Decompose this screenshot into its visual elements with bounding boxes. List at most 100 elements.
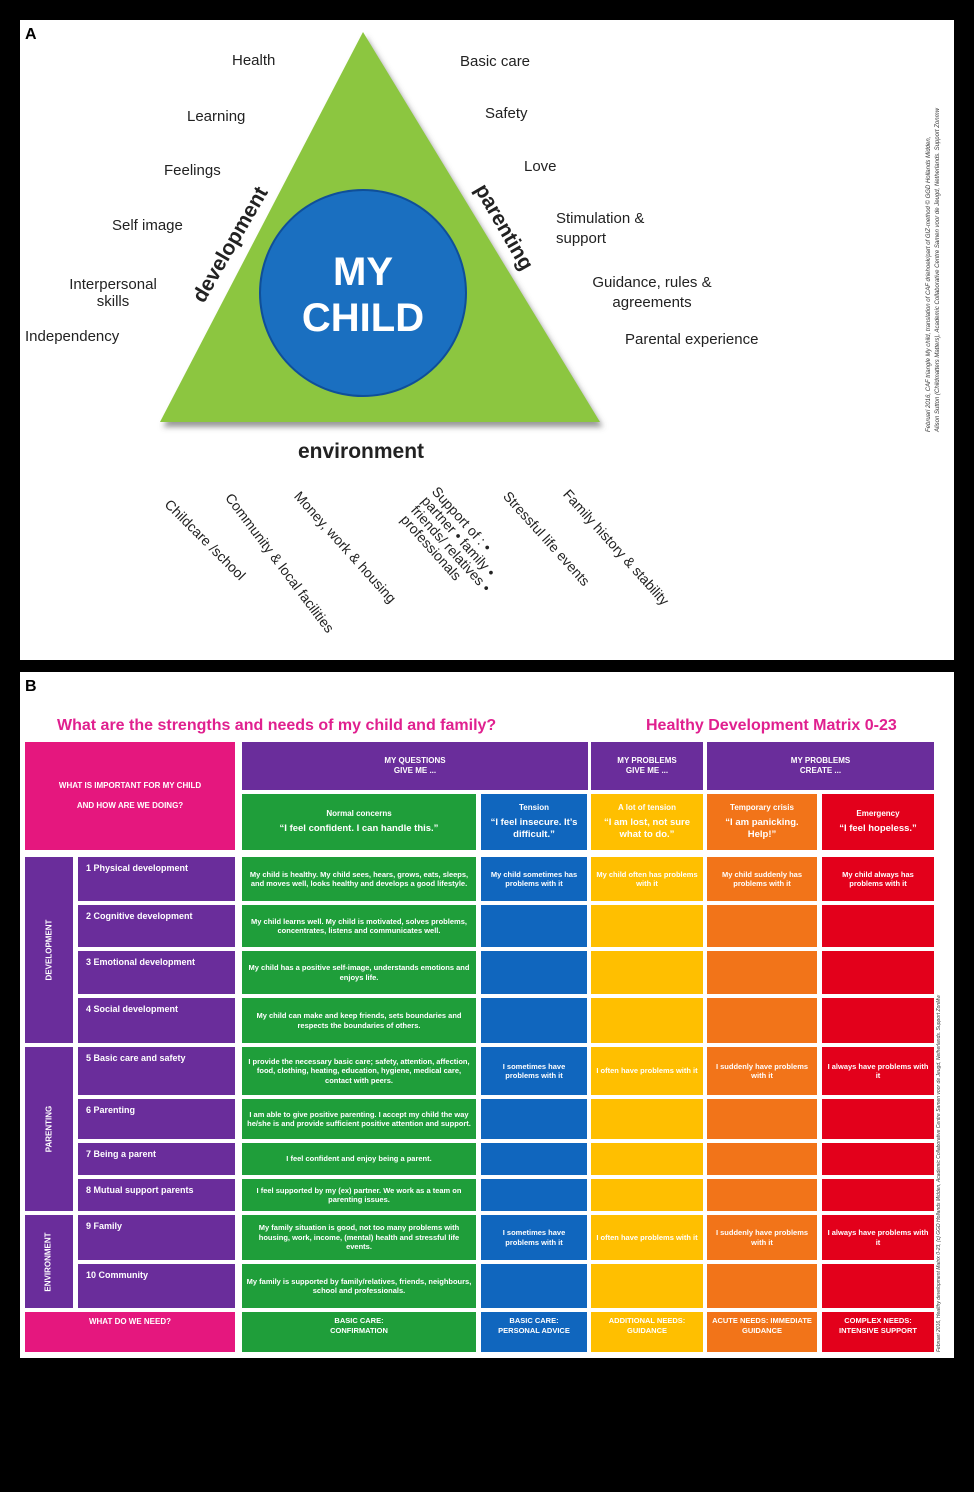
row-10-blue-cell xyxy=(481,1264,587,1308)
header-questions-text: MY QUESTIONS GIVE ME ... xyxy=(384,756,446,775)
par-item-safety: Safety xyxy=(485,105,528,122)
row-label-7: 7 Being a parent xyxy=(78,1143,235,1175)
level-temporary-crisis: Temporary crisis “I am panicking. Help!” xyxy=(707,794,817,850)
row-3-orange-cell xyxy=(707,951,817,994)
par-item-basic-care: Basic care xyxy=(460,53,531,70)
level-lot-tension-name: A lot of tension xyxy=(618,803,676,812)
par-item-parental-experience: Parental experience xyxy=(625,331,759,348)
row-6-green-cell: I am able to give positive parenting. I … xyxy=(242,1099,476,1139)
header-important-line2: AND HOW ARE WE DOING? xyxy=(76,801,184,810)
level-emergency: Emergency “I feel hopeless.” xyxy=(822,794,934,850)
dev-item-interpersonal: Interpersonal skills xyxy=(69,276,157,310)
row-label-6: 6 Parenting xyxy=(78,1099,235,1139)
par-item-stimulation: Stimulation & support xyxy=(556,210,645,247)
row-8-green-cell: I feel supported by my (ex) partner. We … xyxy=(242,1179,476,1211)
row-2-green-cell: My child learns well. My child is motiva… xyxy=(242,905,476,947)
footer-orange-text: ACUTE NEEDS: IMMEDIATE GUIDANCE xyxy=(712,1316,812,1335)
level-emergency-quote: “I feel hopeless.” xyxy=(839,823,917,834)
panel-a-credit-1: Februari 2016, CAF triangle My child, tr… xyxy=(926,136,932,432)
triangle-diagram xyxy=(160,32,600,422)
row-10-red-cell xyxy=(822,1264,934,1308)
row-7-yellow-cell xyxy=(591,1143,703,1175)
level-normal-quote: “I feel confident. I can handle this.” xyxy=(279,823,439,834)
header-problems-create: MY PROBLEMS CREATE ... xyxy=(707,742,934,790)
panel-b-label: B xyxy=(25,678,37,695)
par-item-love: Love xyxy=(524,158,557,175)
row-6-blue-cell xyxy=(481,1099,587,1139)
dev-item-self-image: Self image xyxy=(112,217,183,234)
row-7-green-cell: I feel confident and enjoy being a paren… xyxy=(242,1143,476,1175)
row-6-red-cell xyxy=(822,1099,934,1139)
par-item-guidance: Guidance, rules & agreements xyxy=(592,274,712,311)
panel-a: A MY CHILD development parenting environ… xyxy=(20,20,954,660)
row-10-yellow-cell xyxy=(591,1264,703,1308)
footer-need: WHAT DO WE NEED? xyxy=(25,1312,235,1352)
panel-a-label: A xyxy=(25,26,37,43)
row-3-yellow-cell xyxy=(591,951,703,994)
panel-b-credit: Februari 2016, Healthy development Matri… xyxy=(936,995,942,1352)
header-problems-create-text: MY PROBLEMS CREATE ... xyxy=(790,756,851,775)
section-environment-label: ENVIRONMENT xyxy=(44,1231,53,1292)
section-parenting-label: PARENTING xyxy=(44,1105,53,1153)
footer-red: COMPLEX NEEDS: INTENSIVE SUPPORT xyxy=(822,1312,934,1352)
panel-a-credit-2: Alison Sutton (Childmatters Matters), Ac… xyxy=(935,108,941,432)
row-3-red-cell xyxy=(822,951,934,994)
side-environment-label: environment xyxy=(298,440,425,463)
section-development: DEVELOPMENT xyxy=(25,857,73,1043)
row-5-green-cell: I provide the necessary basic care; safe… xyxy=(242,1047,476,1095)
row-4-green-cell: My child can make and keep friends, sets… xyxy=(242,998,476,1043)
circle-text-child: CHILD xyxy=(301,296,425,340)
row-9-blue-cell: I sometimes have problems with it xyxy=(481,1215,587,1260)
circle-text-my: MY xyxy=(333,250,393,294)
level-normal-name: Normal concerns xyxy=(326,809,392,818)
row-2-blue-cell xyxy=(481,905,587,947)
row-6-orange-cell xyxy=(707,1099,817,1139)
row-label-1: 1 Physical development xyxy=(78,857,235,901)
row-8-red-cell xyxy=(822,1179,934,1211)
panel-b: B What are the strengths and needs of my… xyxy=(20,672,954,1358)
row-5-yellow-cell: I often have problems with it xyxy=(591,1047,703,1095)
row-10-green-cell: My family is supported by family/relativ… xyxy=(242,1264,476,1308)
footer-orange: ACUTE NEEDS: IMMEDIATE GUIDANCE xyxy=(707,1312,817,1352)
row-4-yellow-cell xyxy=(591,998,703,1043)
row-1-red-cell: My child always has problems with it xyxy=(822,857,934,901)
section-development-label: DEVELOPMENT xyxy=(44,919,53,981)
row-7-blue-cell xyxy=(481,1143,587,1175)
row-5-red-cell: I always have problems with it xyxy=(822,1047,934,1095)
row-6-yellow-cell xyxy=(591,1099,703,1139)
row-label-10: 10 Community xyxy=(78,1264,235,1308)
dev-item-independency: Independency xyxy=(25,328,120,345)
row-2-yellow-cell xyxy=(591,905,703,947)
row-5-orange-cell: I suddenly have problems with it xyxy=(707,1047,817,1095)
dev-item-feelings: Feelings xyxy=(164,162,221,179)
header-problems-give: MY PROBLEMS GIVE ME ... xyxy=(591,742,703,790)
footer-red-text: COMPLEX NEEDS: INTENSIVE SUPPORT xyxy=(839,1316,917,1335)
row-8-orange-cell xyxy=(707,1179,817,1211)
row-1-green-cell: My child is healthy. My child sees, hear… xyxy=(242,857,476,901)
footer-yellow: ADDITIONAL NEEDS: GUIDANCE xyxy=(591,1312,703,1352)
row-label-8: 8 Mutual support parents xyxy=(78,1179,235,1211)
row-8-yellow-cell xyxy=(591,1179,703,1211)
row-label-5: 5 Basic care and safety xyxy=(78,1047,235,1095)
level-lot-tension-quote: “I am lost, not sure what to do.” xyxy=(603,817,691,840)
row-1-yellow-cell: My child often has problems with it xyxy=(591,857,703,901)
level-lot-tension: A lot of tension “I am lost, not sure wh… xyxy=(591,794,703,850)
header-problems-give-text: MY PROBLEMS GIVE ME ... xyxy=(617,756,677,775)
row-5-blue-cell: I sometimes have problems with it xyxy=(481,1047,587,1095)
row-label-9: 9 Family xyxy=(78,1215,235,1260)
matrix-title-right: Healthy Development Matrix 0-23 xyxy=(646,717,897,734)
level-temporary-crisis-quote: “I am panicking. Help!” xyxy=(725,817,799,840)
row-9-orange-cell: I suddenly have problems with it xyxy=(707,1215,817,1260)
row-7-red-cell xyxy=(822,1143,934,1175)
dev-item-learning: Learning xyxy=(187,108,246,125)
footer-blue: BASIC CARE: PERSONAL ADVICE xyxy=(481,1312,587,1352)
header-questions: MY QUESTIONS GIVE ME ... xyxy=(242,742,588,790)
row-label-2: 2 Cognitive development xyxy=(78,905,235,947)
section-parenting: PARENTING xyxy=(25,1047,73,1211)
dev-item-health: Health xyxy=(232,52,276,69)
row-4-red-cell xyxy=(822,998,934,1043)
footer-green-text: BASIC CARE: CONFIRMATION xyxy=(330,1316,388,1335)
row-4-orange-cell xyxy=(707,998,817,1043)
level-emergency-name: Emergency xyxy=(856,809,900,818)
row-label-4: 4 Social development xyxy=(78,998,235,1043)
